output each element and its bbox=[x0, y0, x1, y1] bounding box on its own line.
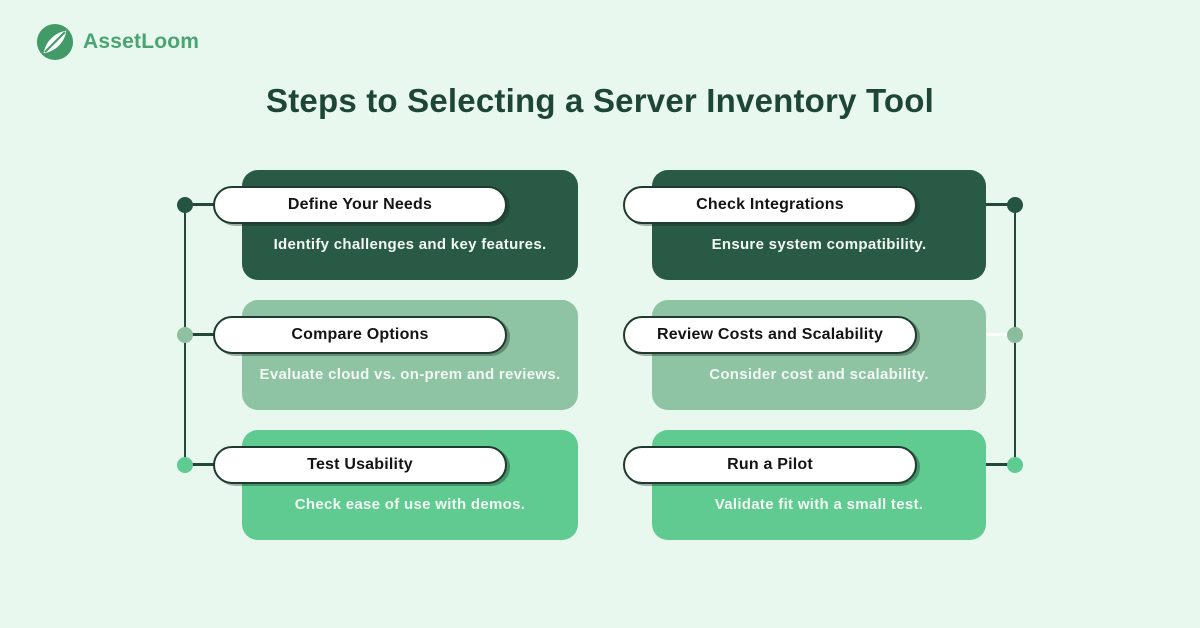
step-label: Define Your Needs bbox=[287, 196, 433, 213]
step-card-run-a-pilot: Run a Pilot Validate fit with a small te… bbox=[623, 430, 986, 540]
right-connector-dot-1 bbox=[1007, 197, 1023, 213]
left-connector-dot-3 bbox=[177, 457, 193, 473]
step-card-review-costs-and-scalability: Review Costs and Scalability Consider co… bbox=[623, 300, 986, 410]
step-description: Check ease of use with demos. bbox=[294, 496, 526, 513]
step-label-pill: Define Your Needs bbox=[213, 186, 507, 224]
step-card-test-usability: Test Usability Check ease of use with de… bbox=[213, 430, 578, 540]
left-connector-stub-3 bbox=[185, 463, 215, 466]
step-card-define-your-needs: Define Your Needs Identify challenges an… bbox=[213, 170, 578, 280]
logo: AssetLoom bbox=[36, 23, 199, 61]
right-connector-dot-3 bbox=[1007, 457, 1023, 473]
step-description: Identify challenges and key features. bbox=[273, 236, 547, 253]
logo-text: AssetLoom bbox=[83, 30, 200, 53]
left-connector-dot-1 bbox=[177, 197, 193, 213]
step-label-pill: Run a Pilot bbox=[623, 446, 917, 484]
right-connector-dot-2 bbox=[1007, 327, 1023, 343]
left-connector-stub-1 bbox=[185, 203, 215, 206]
leaf-icon bbox=[36, 23, 74, 61]
step-label-pill: Check Integrations bbox=[623, 186, 917, 224]
step-description: Evaluate cloud vs. on-prem and reviews. bbox=[259, 366, 561, 383]
right-connector-stub-3 bbox=[984, 463, 1016, 466]
step-description: Validate fit with a small test. bbox=[714, 496, 924, 513]
step-label-pill: Review Costs and Scalability bbox=[623, 316, 917, 354]
step-description: Consider cost and scalability. bbox=[709, 366, 929, 383]
step-label: Test Usability bbox=[307, 456, 413, 473]
step-description: Ensure system compatibility. bbox=[711, 236, 927, 253]
step-label: Check Integrations bbox=[696, 196, 844, 213]
step-card-check-integrations: Check Integrations Ensure system compati… bbox=[623, 170, 986, 280]
right-connector-stub-2 bbox=[984, 333, 1016, 336]
step-label-pill: Test Usability bbox=[213, 446, 507, 484]
step-label: Compare Options bbox=[291, 326, 429, 343]
page-title: Steps to Selecting a Server Inventory To… bbox=[266, 82, 934, 119]
step-label: Run a Pilot bbox=[727, 456, 813, 473]
step-label: Review Costs and Scalability bbox=[656, 326, 884, 343]
left-connector-stub-2 bbox=[185, 333, 215, 336]
left-connector-dot-2 bbox=[177, 327, 193, 343]
right-connector-stub-1 bbox=[984, 203, 1016, 206]
step-card-compare-options: Compare Options Evaluate cloud vs. on-pr… bbox=[213, 300, 578, 410]
step-label-pill: Compare Options bbox=[213, 316, 507, 354]
